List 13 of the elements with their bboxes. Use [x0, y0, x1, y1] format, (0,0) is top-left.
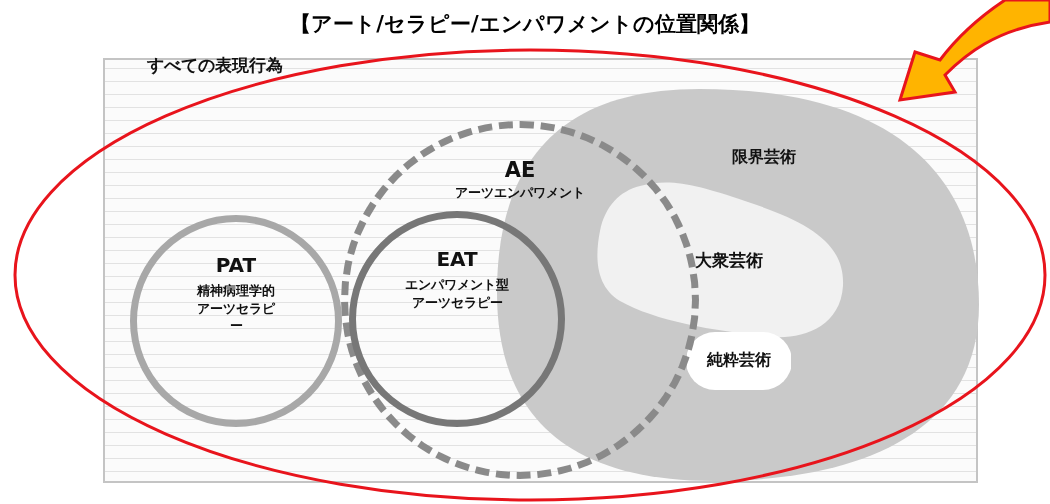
abbreviation-label: EAT: [435, 246, 479, 273]
category-circle: [130, 215, 342, 427]
category-label: エンパワメント型アーツセラピー: [404, 276, 510, 312]
category-label: アーツエンパワメント: [454, 184, 586, 202]
category-label: 限界芸術: [732, 147, 796, 168]
diagram-title: 【アート/セラピー/エンパワメントの位置関係】: [289, 11, 761, 38]
category-frame: [103, 58, 978, 483]
category-label: 純粋芸術: [705, 349, 772, 371]
abbreviation-label: AE: [503, 157, 537, 184]
category-label: 大衆芸術: [695, 249, 763, 272]
category-label: すべての表現行為: [147, 54, 283, 77]
category-label: 精神病理学的アーツセラピー: [196, 282, 276, 335]
abbreviation-label: PAT: [214, 252, 258, 279]
